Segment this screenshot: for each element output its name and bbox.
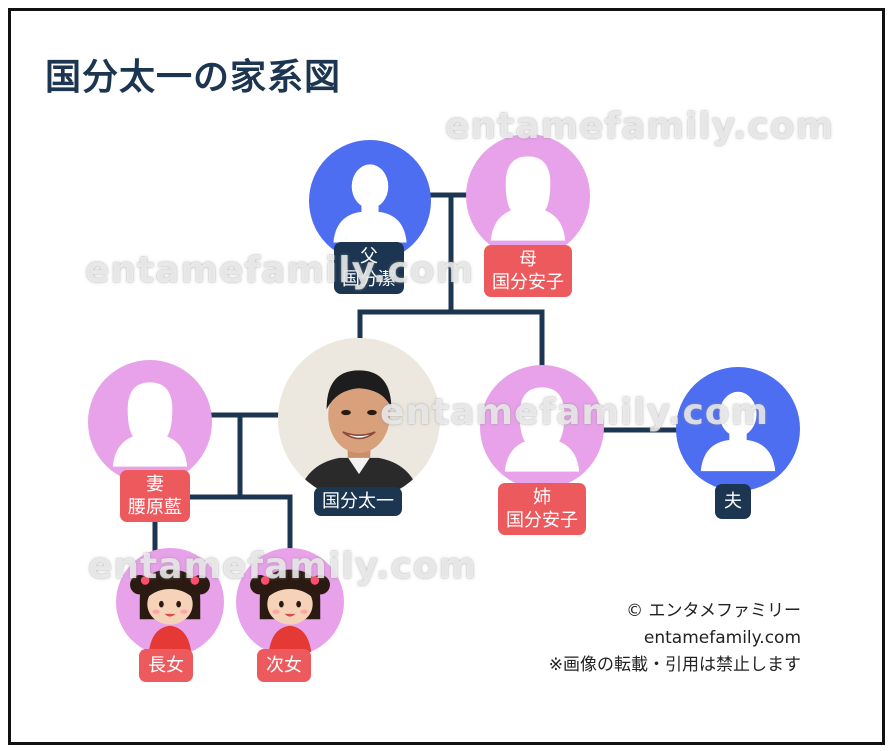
daughter2-relation: 次女 xyxy=(266,655,302,676)
wife-name: 腰原藍 xyxy=(128,497,182,518)
watermark-middle: entamefamily.com xyxy=(380,392,770,433)
daughter1-relation: 長女 xyxy=(148,655,184,676)
sister-relation: 姉 xyxy=(533,487,551,508)
female-silhouette-icon xyxy=(112,382,188,467)
female-silhouette-icon xyxy=(504,387,580,472)
credits-block: © エンタメファミリー entamefamily.com ※画像の転載・引用は禁… xyxy=(549,598,801,679)
sister-label: 姉 国分安子 xyxy=(498,483,586,535)
daughter2-label: 次女 xyxy=(257,649,311,682)
site-url-text: entamefamily.com xyxy=(643,628,801,648)
brother-in-law-label: 夫 xyxy=(715,484,751,519)
mother-label: 母 国分安子 xyxy=(484,245,572,297)
sister-avatar xyxy=(480,365,604,489)
male-silhouette-icon xyxy=(333,164,407,243)
father-relation: 父 xyxy=(360,246,378,267)
mother-name: 国分安子 xyxy=(492,272,564,293)
diagram-title: 国分太一の家系図 xyxy=(45,57,342,98)
watermark-top: entamefamily.com xyxy=(445,106,835,147)
watermark-upper-left: entamefamily.com xyxy=(85,250,475,291)
portrait-photo xyxy=(278,338,440,500)
sister-name: 国分安子 xyxy=(506,510,578,531)
father-avatar xyxy=(309,140,431,262)
brother-in-law-relation: 夫 xyxy=(724,491,742,512)
mother-avatar xyxy=(466,134,590,258)
father-name: 国分潔 xyxy=(342,269,396,290)
mother-relation: 母 xyxy=(519,249,537,270)
copyright-text: © エンタメファミリー xyxy=(626,601,801,621)
self-portrait xyxy=(278,338,440,500)
daughter1-avatar xyxy=(116,548,224,656)
girl-illustration-icon xyxy=(130,569,210,656)
watermark-lower-left: entamefamily.com xyxy=(88,546,478,587)
female-silhouette-icon xyxy=(490,156,566,241)
self-name: 国分太一 xyxy=(322,491,394,512)
wife-label: 妻 腰原藍 xyxy=(120,470,190,522)
father-label: 父 国分潔 xyxy=(334,242,404,294)
male-silhouette-icon xyxy=(700,391,776,472)
daughter2-avatar xyxy=(236,548,344,656)
self-label: 国分太一 xyxy=(314,487,402,516)
wife-avatar xyxy=(88,360,212,484)
brother-in-law-avatar xyxy=(676,367,800,491)
reprint-notice-text: ※画像の転載・引用は禁止します xyxy=(548,655,801,675)
daughter1-label: 長女 xyxy=(139,649,193,682)
girl-illustration-icon xyxy=(250,569,330,656)
wife-relation: 妻 xyxy=(146,474,164,495)
